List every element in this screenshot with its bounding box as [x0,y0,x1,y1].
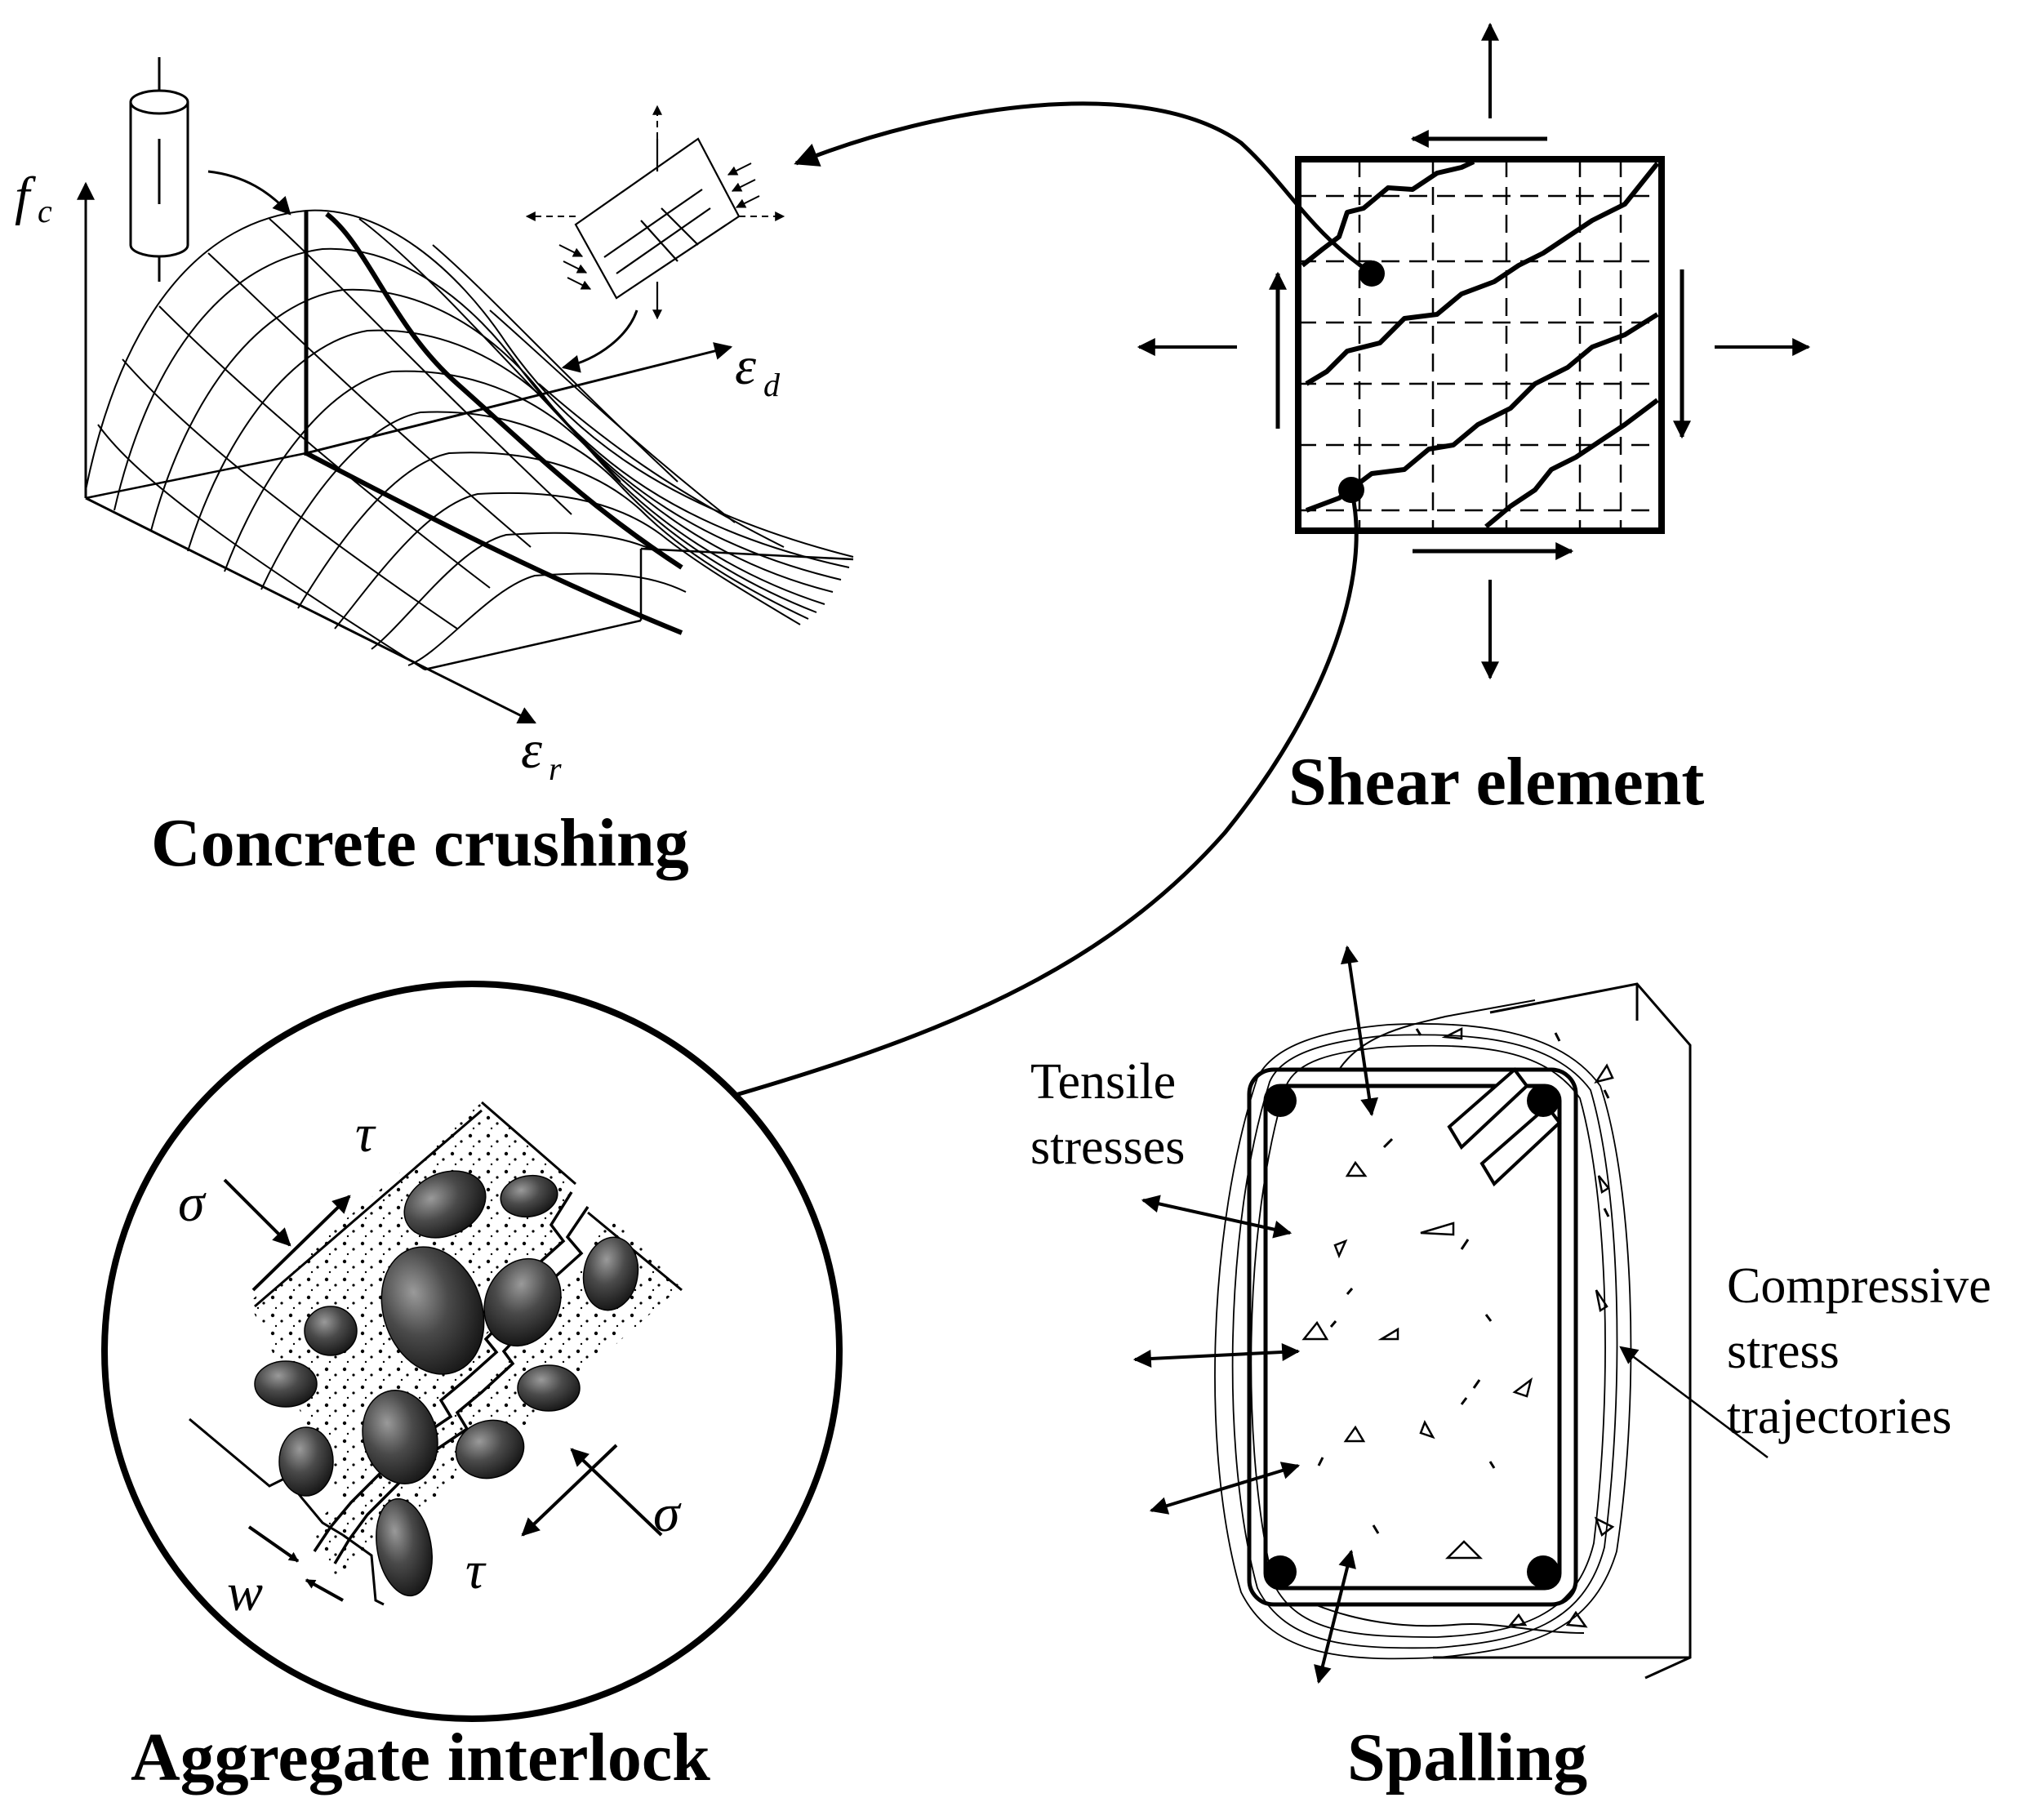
connector-to-crushing [794,101,1373,276]
inclined-stress-element-icon [574,137,741,314]
tau-label-upper: τ [355,1104,376,1164]
element-stress-arrows [525,105,785,320]
compressive-label-line1: Compressive [1727,1258,1991,1314]
element-to-surface-arrow [561,309,638,373]
aggregate-interlock-panel: σ τ σ τ w Aggregate interlock [101,981,843,1796]
compressive-leader-line [1619,1346,1769,1458]
ed-axis-subscript: d [763,367,781,403]
stirrup-hook [1447,1067,1562,1187]
column-core-outer [1247,1067,1578,1607]
shear-traction-arrows [1269,130,1691,560]
crack-width-label: w [227,1563,263,1622]
aggregate-particles [254,1170,639,1597]
er-axis-label: ε [521,720,542,780]
aggregate-interlock-title: Aggregate interlock [131,1720,710,1796]
column-outline [1433,982,1692,1680]
sigma-label-upper: σ [178,1173,207,1233]
interlock-stress-arrows [223,1178,663,1602]
sigma-label-lower: σ [653,1484,682,1543]
shear-element-square [1295,156,1665,534]
connector-to-interlock [708,489,1359,1109]
spall-crack-dashes [1317,1028,1610,1534]
compressive-label-line3: trajectories [1727,1389,1951,1444]
shear-element-title: Shear element [1288,744,1704,820]
interlocking-crack [313,1191,590,1564]
fc-axis-subscript: c [38,193,52,229]
peak-curves [305,211,683,635]
compressive-label-line2: stress [1727,1324,1840,1379]
concrete-crushing-title: Concrete crushing [151,805,689,881]
crushing-base-plane [85,211,854,671]
ed-axis-label: ε [735,336,756,396]
er-axis-subscript: r [549,750,562,787]
shear-element-grid [1298,159,1662,531]
spalling-panel: Tensile stresses Compressive stress traj… [1030,945,1991,1796]
spalling-title: Spalling [1347,1720,1587,1796]
longitudinal-bars [1264,1084,1559,1588]
tau-label-lower: τ [465,1541,487,1600]
cylinder-to-peak-arrow [207,170,291,216]
tensile-stress-arrows [1132,945,1379,1684]
concrete-crushing-panel: f c ε d ε r Concrete crushing [15,57,854,881]
spall-fragment-triangles [1301,1026,1615,1628]
tensile-label-line1: Tensile [1030,1054,1176,1110]
concrete-block-lower [310,1217,682,1576]
tensile-label-line2: stresses [1030,1119,1185,1175]
failure-surface-mesh [85,209,854,670]
fc-axis-label: f [15,167,36,226]
crushing-axes [77,181,733,724]
cylinder-specimen-icon [129,57,189,282]
column-core-inner [1263,1084,1562,1591]
diagonal-cracks [1301,159,1660,529]
normal-stress-arrows [1137,22,1811,680]
